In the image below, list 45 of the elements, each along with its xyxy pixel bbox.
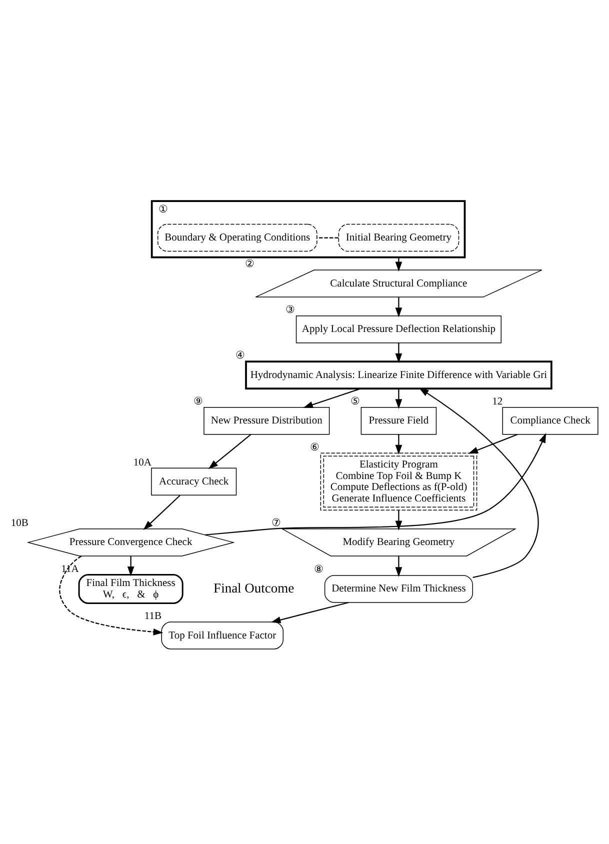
arrow: [395, 342, 402, 364]
arrow: [418, 388, 539, 578]
node-box: Boundary & Operating Conditions: [157, 224, 318, 252]
node-box: Compliance Check: [502, 407, 598, 435]
node-label: ⑧: [314, 564, 324, 576]
node-box: Apply Local Pressure Deflection Relationship: [296, 315, 502, 344]
node-label: ⑥: [310, 442, 320, 454]
node-box: Pressure Field: [360, 407, 437, 435]
arrow: [395, 257, 402, 272]
node-box: Hydrodynamic Analysis: Linearize Finite Difference with Variable Gri: [245, 360, 552, 390]
node-label: 10B: [10, 518, 28, 530]
node-label: ⑤: [350, 396, 361, 408]
arrow: [395, 297, 402, 318]
arrow: [59, 556, 164, 636]
node-box: Final Film Thickness W, ϵ, & ϕ: [78, 574, 184, 604]
cluster: [150, 200, 466, 258]
node-label: ⑦: [272, 518, 282, 530]
node-label: 12: [492, 396, 503, 408]
node-label: 11B: [144, 611, 162, 622]
node-label: ③: [286, 304, 296, 316]
arrow: [205, 433, 546, 536]
node-label: 11A: [61, 564, 79, 575]
arrow: [395, 510, 402, 531]
arrow: [270, 602, 349, 624]
node-box: Determine New Film Thickness: [324, 575, 473, 603]
node-box: Accuracy Check: [151, 468, 237, 496]
arrow: [395, 388, 402, 409]
arrow: [303, 388, 361, 408]
node-label: ②: [245, 259, 256, 270]
node-box: Initial Bearing Geometry: [338, 224, 460, 252]
node-box: Elasticity Program Combine Top Foil & Bump K Compute Deflections as f(P-old) Generate Influence Coefficients: [320, 452, 478, 511]
connector: [317, 237, 338, 238]
node-label: 10A: [133, 457, 152, 468]
node-label: Final Outcome: [214, 580, 294, 596]
arrow: [468, 434, 518, 454]
node-label: ①: [158, 204, 168, 216]
node-box: New Pressure Distribution: [204, 407, 330, 435]
node-box: Top Foil Influence Factor: [161, 622, 284, 650]
arrow: [395, 434, 402, 455]
arrow: [208, 434, 252, 470]
arrow: [143, 494, 181, 530]
arrow: [127, 556, 134, 576]
node-label: ④: [235, 350, 246, 362]
node-label: ⑨: [193, 396, 204, 408]
arrow: [395, 556, 402, 577]
